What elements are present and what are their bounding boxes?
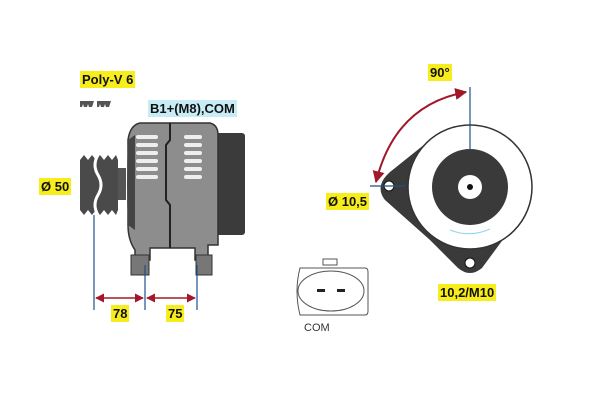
dimension-rear-label: 75 — [166, 305, 185, 322]
pulley — [80, 155, 118, 215]
belt-profile-icon — [80, 101, 111, 107]
dimension-lines — [93, 215, 198, 310]
mount-hole — [464, 257, 476, 269]
connector-icon — [296, 258, 369, 316]
pulley-diameter-label: Ø 50 — [39, 178, 72, 195]
angle-label: 90° — [428, 64, 452, 81]
belt-type-label: Poly-V 6 — [80, 71, 136, 88]
alternator-side-view — [80, 122, 245, 276]
rotation-arrow — [449, 228, 491, 235]
alternator-front-view — [370, 87, 533, 273]
connection-label: B1+(M8),COM — [148, 100, 237, 117]
hole-diameter-label: Ø 10,5 — [326, 193, 370, 210]
connector-label: COM — [304, 322, 330, 334]
thread-label: 10,2/M10 — [438, 284, 497, 301]
angle-arrow — [372, 88, 468, 184]
dimension-front-label: 78 — [111, 305, 130, 322]
